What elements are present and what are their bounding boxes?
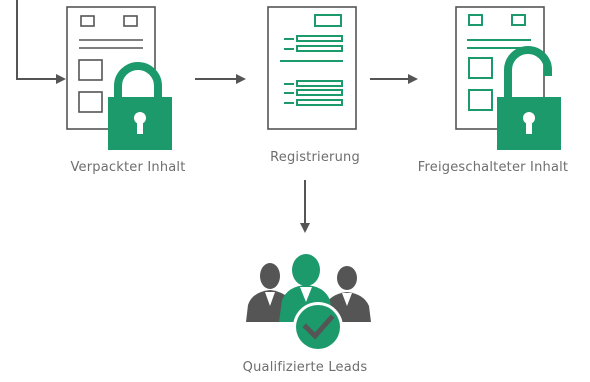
registration-form-icon (267, 6, 357, 130)
checkmark-badge-icon (293, 302, 343, 352)
label-registration: Registrierung (270, 150, 360, 165)
closed-lock-icon (108, 62, 172, 150)
qualified-leads-icon (246, 254, 371, 352)
arrow-to-unlocked (370, 74, 418, 84)
arrow-to-leads (300, 180, 310, 233)
arrow-to-registration (195, 74, 246, 84)
entry-connector (16, 0, 66, 84)
open-lock-icon (497, 46, 561, 150)
label-qualified-leads: Qualifizierte Leads (242, 360, 368, 375)
label-wrapped-content: Verpackter Inhalt (70, 160, 186, 175)
label-unlocked-content: Freigeschalteter Inhalt (417, 160, 569, 175)
